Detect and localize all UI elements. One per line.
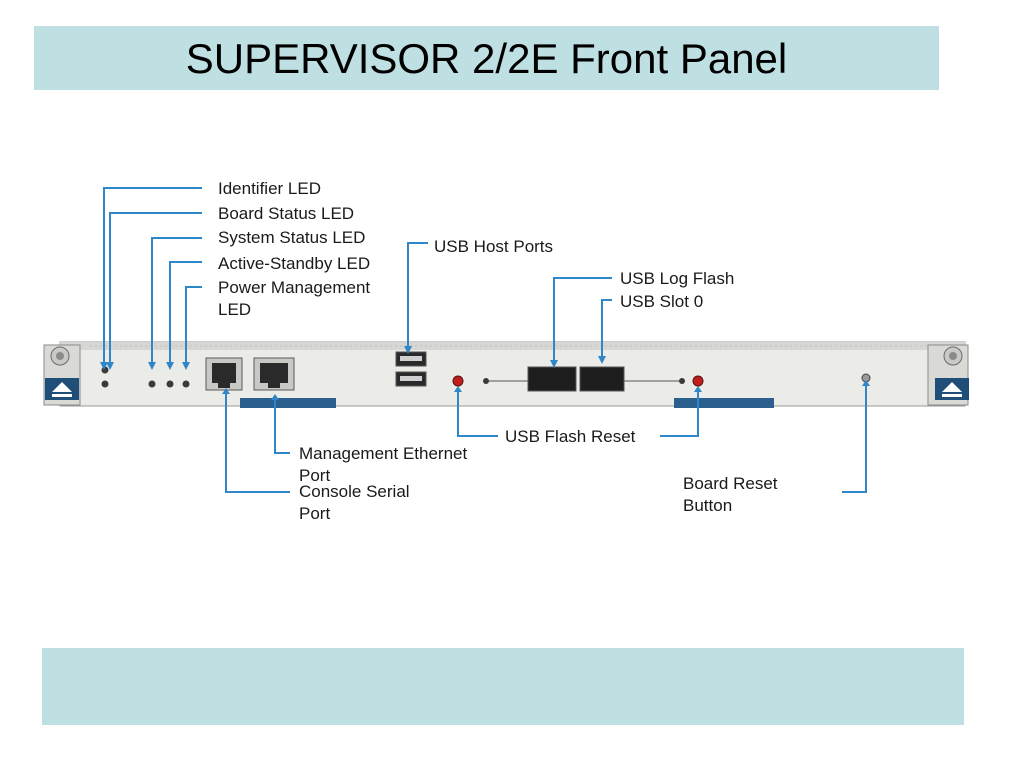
usb-flash-reset-left[interactable] (452, 375, 464, 387)
board-reset-button-label: Board Reset Button (683, 474, 778, 515)
system-status-led (148, 380, 156, 388)
usb-log-flash-label: USB Log Flash (620, 269, 735, 288)
usb-host-ports-label: USB Host Ports (434, 237, 554, 256)
usb-host-ports[interactable] (395, 351, 427, 387)
right-lever (674, 398, 774, 408)
active-standby-led-label: Active-Standby LED (218, 254, 371, 273)
power-management-led (182, 380, 190, 388)
usb-flash-reset-label: USB Flash Reset (505, 427, 636, 446)
usb-slot-0-label: USB Slot 0 (620, 292, 704, 311)
board-status-led-label: Board Status LED (218, 204, 355, 223)
board-status-led (101, 380, 109, 388)
management-ethernet-port-label: Management Ethernet Port (299, 444, 468, 485)
identifier-led-label: Identifier LED (218, 179, 321, 198)
usb-slot-0[interactable] (579, 366, 625, 392)
arrowheads (100, 346, 870, 400)
usb-flash-reset-right[interactable] (692, 375, 704, 387)
leader-lines (103, 187, 867, 493)
left-lever (240, 398, 336, 408)
active-standby-led (166, 380, 174, 388)
footer-banner (42, 648, 964, 725)
front-panel (43, 341, 969, 408)
console-serial-port-label: Console Serial Port (299, 482, 410, 523)
usb-log-flash-slot[interactable] (527, 366, 577, 392)
power-management-led-label: Power Management LED (218, 278, 371, 319)
system-status-led-label: System Status LED (218, 228, 366, 247)
slide-title: SUPERVISOR 2/2E Front Panel (185, 35, 788, 82)
title-banner: SUPERVISOR 2/2E Front Panel (34, 26, 939, 90)
management-ethernet-port[interactable] (253, 357, 295, 391)
console-serial-port[interactable] (205, 357, 243, 391)
